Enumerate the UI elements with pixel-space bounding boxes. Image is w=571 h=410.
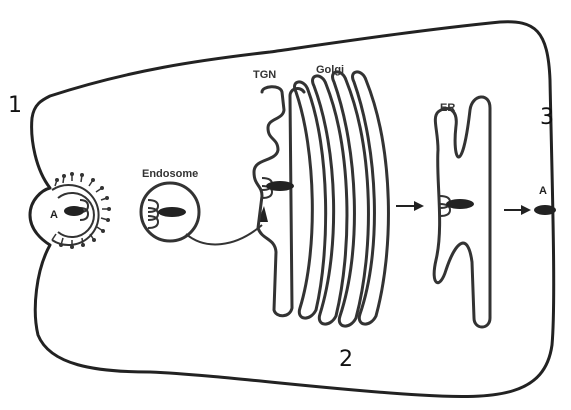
step-number-2: 2 [339, 347, 353, 372]
tgn-label: TGN [253, 69, 276, 81]
golgi-to-er-arrow [396, 201, 424, 211]
endosome: Endosome [141, 168, 268, 244]
molecule-a-surface-label: A [50, 209, 58, 221]
er-to-release-arrow [504, 205, 531, 215]
coated-pit: A [50, 172, 111, 249]
tgn: TGN [253, 69, 304, 316]
step-number-3: 3 [540, 105, 554, 130]
er-label: ER [440, 102, 455, 114]
molecule-a-released-label: A [539, 185, 547, 197]
endosome-to-tgn-path [186, 225, 262, 244]
molecule-a-surface [64, 206, 84, 216]
step-number-1: 1 [8, 93, 22, 118]
endosome-label: Endosome [142, 168, 198, 180]
golgi: Golgi [295, 64, 389, 326]
er: ER [434, 97, 490, 327]
golgi-label: Golgi [316, 64, 344, 76]
